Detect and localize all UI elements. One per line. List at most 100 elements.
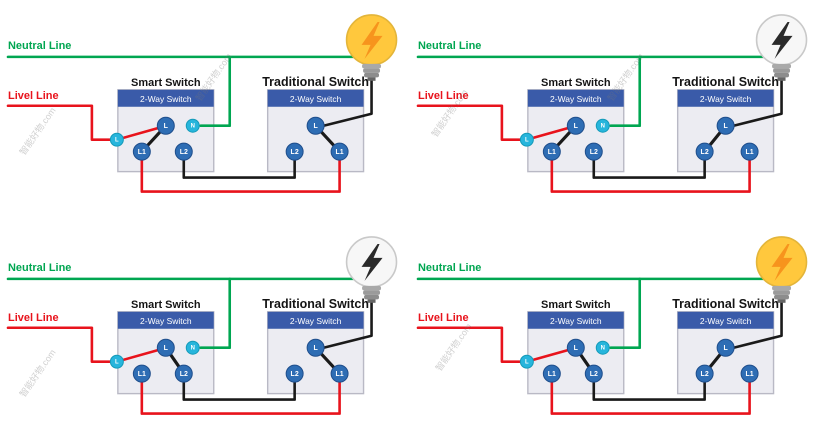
smart-terminal-l2	[174, 364, 193, 383]
traditional-terminal-l	[306, 116, 325, 135]
smart-switch-header	[527, 89, 624, 107]
traditional-switch-terminals: L L2 L1	[695, 338, 759, 383]
bulb-base-tip	[777, 298, 786, 303]
light-bulb	[345, 14, 398, 81]
light-bulb	[755, 235, 807, 303]
traditional-terminal-l1-label: L1	[745, 371, 753, 378]
smart-terminal-l	[156, 116, 175, 135]
smart-terminal-l-label: L	[573, 345, 578, 352]
traveler-wire-l1	[550, 150, 751, 193]
traditional-switch-header	[677, 311, 774, 329]
traditional-switch-terminals: L L2 L1	[695, 116, 759, 161]
traditional-terminal-l-label: L	[723, 123, 728, 130]
live-wire	[416, 104, 521, 141]
traditional-switch: Traditional Switch 2-Way Switch	[672, 75, 779, 173]
traditional-terminal-l2-label: L2	[291, 149, 299, 156]
traditional-terminal-l1	[740, 364, 759, 383]
bulb-base-tip	[367, 298, 376, 303]
traveler-wire-l2	[591, 371, 706, 401]
neutral-line-label: Neutral Line	[417, 261, 480, 273]
live-line-label: Livel Line	[417, 311, 468, 323]
smart-terminal-l2-label: L2	[180, 371, 188, 378]
traditional-terminal-l1	[330, 364, 349, 383]
neutral-branch-wire	[199, 277, 232, 349]
traditional-terminal-l	[716, 116, 735, 135]
smart-terminal-n-label: N	[600, 345, 604, 351]
bulb-base-ring	[363, 68, 381, 73]
smart-terminal-n-label: N	[600, 124, 604, 130]
smart-terminal-l1-label: L1	[547, 149, 555, 156]
lightning-bolt-icon	[771, 21, 793, 59]
smart-terminal-n	[595, 340, 610, 355]
bulb-base	[362, 63, 382, 69]
light-bulb	[755, 14, 807, 81]
lightning-bolt-icon	[361, 243, 383, 281]
live-wire	[6, 325, 112, 363]
smart-terminal-l2-label: L2	[589, 149, 597, 156]
traditional-terminal-l2-label: L2	[700, 149, 708, 156]
smart-switch-terminals: L N L L1 L2	[519, 116, 610, 161]
smart-terminal-l2	[584, 364, 603, 383]
bulb-base-tip	[367, 77, 376, 81]
smart-switch-header	[117, 311, 214, 329]
live-wire	[416, 325, 521, 363]
traditional-terminal-l2-label: L2	[291, 371, 299, 378]
smart-terminal-l-label: L	[164, 123, 169, 130]
traditional-terminal-l-label: L	[723, 345, 728, 352]
traditional-terminal-l1	[740, 142, 759, 161]
live-jumper-wire	[525, 346, 574, 363]
traditional-switch-header	[267, 311, 364, 329]
smart-terminal-n	[185, 340, 200, 355]
traditional-terminal-l1-label: L1	[336, 149, 344, 156]
lightning-bolt-icon	[771, 243, 793, 281]
traditional-switch-terminals: L L2 L1	[285, 338, 349, 383]
traditional-switch-header-label: 2-Way Switch	[290, 315, 342, 325]
traditional-switch-terminals: L L2 L1	[285, 116, 349, 161]
smart-terminal-live-in-label: L	[115, 359, 119, 365]
smart-switch-terminals: L N L L1 L2	[109, 116, 200, 161]
smart-terminal-n	[185, 118, 200, 133]
bulb-base	[362, 285, 382, 290]
traveler-wire-l1	[140, 371, 341, 415]
smart-terminal-live-in-label: L	[115, 138, 119, 144]
bulb-base-ring	[773, 294, 789, 299]
smart-terminal-live-in-label: L	[525, 138, 529, 144]
bulb-base-ring	[364, 294, 380, 299]
wiring-quadrant: Smart Switch 2-Way Switch Traditional Sw…	[6, 235, 398, 415]
traditional-terminal-l	[306, 338, 325, 357]
traditional-terminal-l2	[285, 364, 304, 383]
bulb-wire	[322, 77, 373, 128]
smart-terminal-l-label: L	[164, 345, 169, 352]
bulb-base	[771, 63, 791, 69]
smart-terminal-l2-label: L2	[589, 371, 597, 378]
smart-terminal-live-in-label: L	[525, 359, 529, 365]
live-jumper-wire	[525, 125, 574, 141]
traditional-switch-title: Traditional Switch	[262, 75, 369, 89]
smart-terminal-l1	[132, 364, 151, 383]
traditional-terminal-l2	[695, 142, 714, 161]
smart-switch-title: Smart Switch	[541, 298, 611, 310]
wiring-quadrant: Smart Switch 2-Way Switch Traditional Sw…	[416, 14, 807, 193]
smart-switch-header-label: 2-Way Switch	[140, 315, 192, 325]
neutral-line-label: Neutral Line	[417, 40, 480, 52]
smart-switch-header-label: 2-Way Switch	[140, 94, 192, 104]
traditional-switch-title: Traditional Switch	[672, 75, 779, 89]
live-wire	[6, 104, 112, 141]
traveler-wire-l1	[140, 150, 341, 193]
traditional-terminal-l2-label: L2	[700, 371, 708, 378]
bulb-wire	[731, 77, 783, 128]
smart-terminal-live-in	[109, 354, 124, 369]
smart-terminal-l-label: L	[573, 123, 578, 130]
traditional-terminal-l-label: L	[313, 345, 318, 352]
smart-terminal-n-label: N	[191, 345, 195, 351]
bulb-wire	[322, 299, 373, 349]
smart-switch-title: Smart Switch	[131, 298, 201, 310]
wiring-quadrant: Smart Switch 2-Way Switch Traditional Sw…	[416, 235, 807, 415]
bulb-base-ring	[772, 68, 790, 73]
bulb-base-tip	[777, 77, 786, 81]
smart-terminal-live-in	[109, 132, 124, 147]
smart-terminal-l1	[132, 142, 151, 161]
neutral-branch-wire	[608, 55, 641, 128]
